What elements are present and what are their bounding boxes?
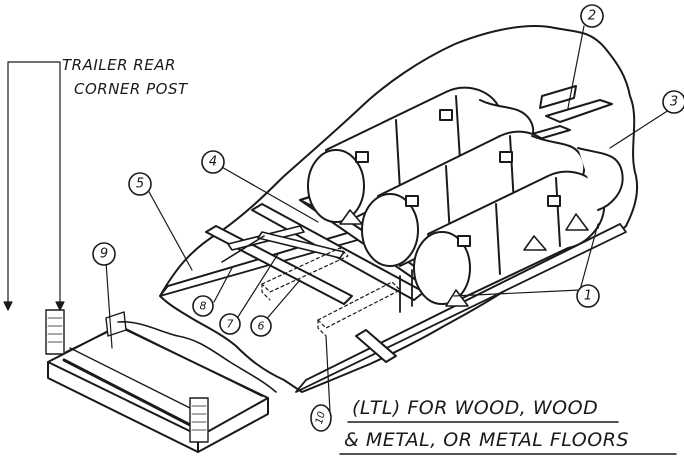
caption-line2: & METAL, OR METAL FLOORS — [344, 429, 629, 451]
torn-edge — [117, 321, 277, 393]
callout-5: 5 — [136, 177, 144, 192]
cylinders — [307, 86, 624, 307]
callout-9: 9 — [100, 247, 108, 262]
cylinder-saddles — [339, 209, 589, 307]
callout-6: 6 — [258, 320, 265, 333]
callout-10: 10 — [314, 410, 328, 425]
wood-blocks-dashed — [261, 247, 401, 337]
callout-8: 8 — [200, 300, 207, 313]
trailer-floor-cutaway-outline — [159, 25, 638, 393]
cylinder-middle-row — [361, 130, 585, 267]
callout-1: 1 — [584, 289, 592, 304]
leader-lines — [3, 25, 673, 413]
callout-circles — [92, 4, 684, 432]
callout-3: 3 — [670, 95, 678, 110]
caption-line1: (LTL) FOR WOOD, WOOD — [352, 397, 598, 419]
rear-corner-posts — [45, 309, 209, 443]
corner-post-label-line1: TRAILER REAR — [62, 56, 176, 74]
callout-4: 4 — [209, 155, 217, 170]
diagonal-braces — [221, 225, 345, 263]
rear-section — [45, 309, 269, 453]
callout-2: 2 — [588, 9, 596, 24]
callout-7: 7 — [227, 318, 234, 331]
corner-post-label-line2: CORNER POST — [74, 80, 189, 98]
cylinder-front-row — [413, 147, 624, 305]
